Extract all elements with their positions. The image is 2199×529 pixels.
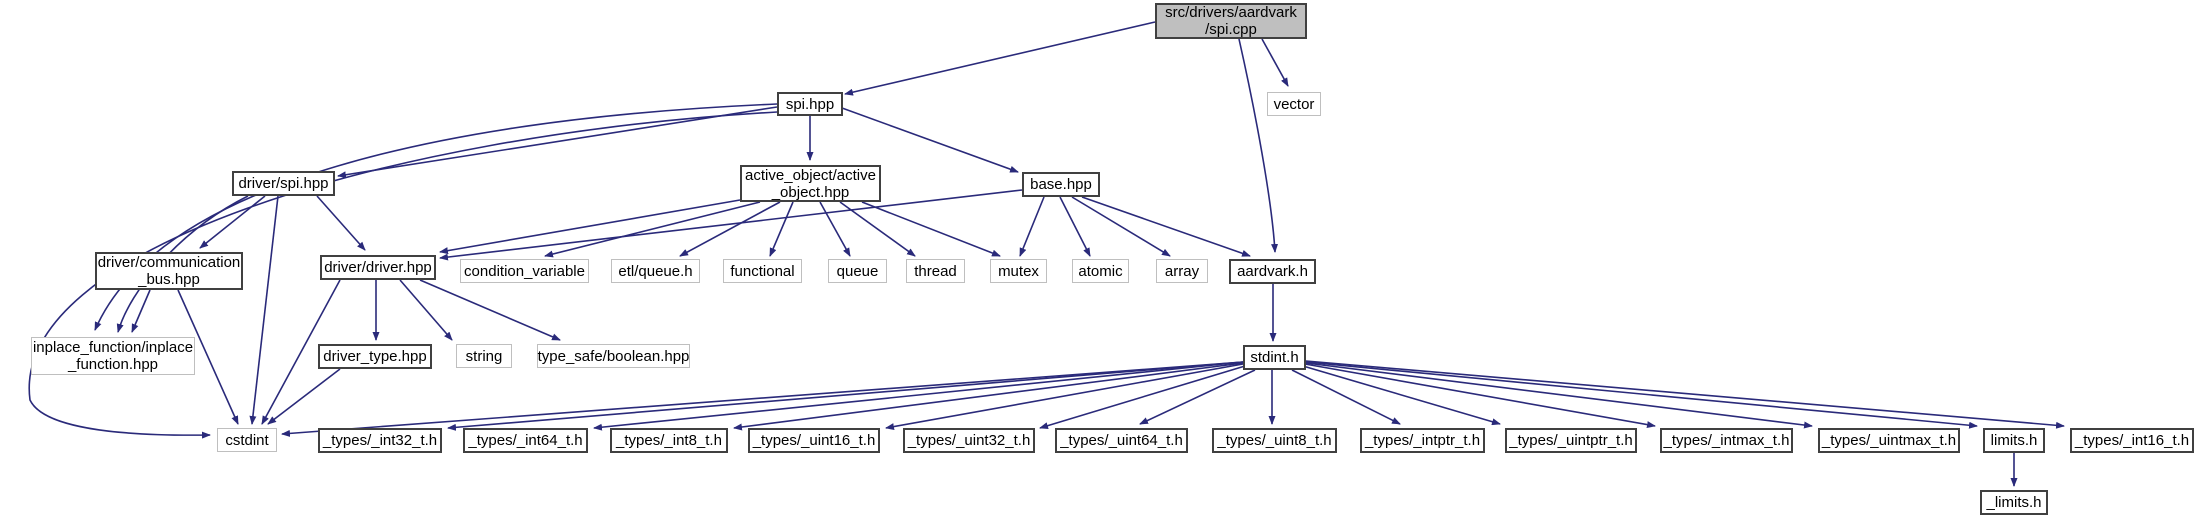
graph-edge-stdint_h-to-t_uintmax	[1305, 362, 1813, 429]
graph-edge-base_hpp-to-aardvark_h	[1081, 196, 1251, 257]
graph-edge-stdint_h-to-t_uint32	[1039, 365, 1246, 430]
graph-node-driver_type[interactable]: driver_type.hpp	[318, 344, 432, 369]
graph-node-t_intptr[interactable]: _types/_intptr_t.h	[1360, 428, 1485, 453]
graph-node-limits_h[interactable]: limits.h	[1983, 428, 2045, 453]
graph-edge-base_hpp-to-driver_driver	[439, 189, 1023, 261]
graph-node-vector[interactable]: vector	[1267, 92, 1321, 116]
graph-node-string[interactable]: string	[456, 344, 512, 368]
graph-edge-spi_hpp-to-base_hpp	[841, 107, 1019, 173]
graph-node-spi_hpp[interactable]: spi.hpp	[777, 92, 843, 116]
graph-edge-spi_hpp-to-driver_spi	[337, 106, 778, 179]
graph-edge-stdint_h-to-t_int8	[733, 362, 1244, 431]
graph-edge-driver_spi-to-comm_bus	[199, 195, 266, 249]
graph-node-driver_spi[interactable]: driver/spi.hpp	[232, 171, 335, 196]
graph-edge-stdint_h-to-limits_h	[1305, 361, 1978, 429]
graph-edge-driver_driver-to-type_safe_bool	[419, 279, 561, 341]
graph-edge-spi_cpp-to-spi_hpp	[844, 21, 1156, 96]
graph-node-t_int64[interactable]: _types/_int64_t.h	[463, 428, 588, 453]
graph-node-array[interactable]: array	[1156, 259, 1208, 283]
graph-node-aardvark_h[interactable]: aardvark.h	[1229, 259, 1316, 284]
graph-node-stdint_h[interactable]: stdint.h	[1243, 345, 1306, 370]
graph-node-queue[interactable]: queue	[828, 259, 887, 283]
graph-node-t_int8[interactable]: _types/_int8_t.h	[610, 428, 728, 453]
graph-node-type_safe_bool[interactable]: type_safe/boolean.hpp	[537, 344, 690, 368]
graph-edge-active_object-to-etl_queue	[679, 201, 781, 257]
graph-edge-stdint_h-to-t_int16	[1305, 360, 2065, 429]
graph-edge-active_object-to-cond_var	[544, 201, 761, 258]
graph-node-t_int32[interactable]: _types/_int32_t.h	[318, 428, 442, 453]
graph-node-t_int16[interactable]: _types/_int16_t.h	[2070, 428, 2194, 453]
graph-edge-driver_type-to-cstdint	[267, 368, 341, 425]
graph-edge-stdint_h-to-t_intmax	[1304, 363, 1656, 429]
graph-edge-spi_hpp-to-inplace_fn	[94, 103, 778, 331]
graph-edge-active_object-to-mutex	[861, 201, 1001, 257]
graph-node-t_uint32[interactable]: _types/_uint32_t.h	[903, 428, 1035, 453]
graph-node-cstdint[interactable]: cstdint	[217, 428, 277, 452]
graph-edge-stdint_h-to-t_int32	[447, 361, 1244, 431]
graph-edge-spi_cpp-to-aardvark_h	[1238, 38, 1279, 253]
graph-node-thread[interactable]: thread	[906, 259, 965, 283]
graph-edge-driver_driver-to-string	[399, 279, 453, 341]
graph-node-t_intmax[interactable]: _types/_intmax_t.h	[1660, 428, 1793, 453]
graph-edge-base_hpp-to-atomic	[1059, 196, 1091, 257]
graph-edge-driver_spi-to-cstdint	[249, 195, 279, 425]
graph-edge-stdint_h-to-t_uint64	[1139, 369, 1256, 425]
graph-edge-stdint_h-to-t_uintptr	[1302, 365, 1501, 426]
graph-node-driver_driver[interactable]: driver/driver.hpp	[320, 255, 436, 280]
graph-edge-stdint_h-to-t_uint16	[885, 363, 1244, 431]
graph-edge-active_object-to-driver_driver	[439, 199, 741, 255]
graph-node-comm_bus[interactable]: driver/communication _bus.hpp	[95, 252, 243, 290]
graph-node-inplace_fn[interactable]: inplace_function/inplace _function.hpp	[31, 337, 195, 375]
graph-edge-active_object-to-queue	[819, 201, 851, 257]
graph-node-etl_queue[interactable]: etl/queue.h	[611, 259, 700, 283]
graph-node-_limits_h[interactable]: _limits.h	[1980, 490, 2048, 515]
graph-node-cond_var[interactable]: condition_variable	[460, 259, 589, 283]
graph-edge-base_hpp-to-mutex	[1019, 196, 1045, 257]
graph-edge-active_object-to-thread	[839, 201, 916, 257]
graph-edge-spi_cpp-to-vector	[1261, 38, 1289, 87]
graph-edge-spi_hpp-to-cstdint	[28, 111, 778, 439]
graph-node-active_object[interactable]: active_object/active _object.hpp	[740, 165, 881, 202]
graph-node-mutex[interactable]: mutex	[990, 259, 1047, 283]
graph-edge-base_hpp-to-array	[1071, 196, 1171, 257]
graph-node-t_uint8[interactable]: _types/_uint8_t.h	[1212, 428, 1337, 453]
graph-edge-active_object-to-functional	[769, 201, 794, 257]
graph-node-base_hpp[interactable]: base.hpp	[1022, 172, 1100, 197]
graph-node-t_uintptr[interactable]: _types/_uintptr_t.h	[1505, 428, 1637, 453]
graph-edge-driver_spi-to-driver_driver	[316, 195, 366, 251]
graph-edge-stdint_h-to-t_int64	[593, 361, 1244, 431]
graph-edge-comm_bus-to-cstdint	[177, 289, 239, 425]
graph-node-t_uint64[interactable]: _types/_uint64_t.h	[1055, 428, 1188, 453]
graph-node-functional[interactable]: functional	[723, 259, 802, 283]
graph-edge-driver_driver-to-cstdint	[261, 279, 341, 425]
graph-edge-comm_bus-to-inplace_fn	[131, 289, 151, 333]
graph-edge-stdint_h-to-t_intptr	[1291, 369, 1401, 425]
graph-node-t_uintmax[interactable]: _types/_uintmax_t.h	[1818, 428, 1960, 453]
graph-node-atomic[interactable]: atomic	[1072, 259, 1129, 283]
graph-node-t_uint16[interactable]: _types/_uint16_t.h	[748, 428, 880, 453]
graph-edge-stdint_h-to-cstdint	[281, 361, 1244, 437]
graph-node-spi_cpp[interactable]: src/drivers/aardvark /spi.cpp	[1155, 3, 1307, 39]
